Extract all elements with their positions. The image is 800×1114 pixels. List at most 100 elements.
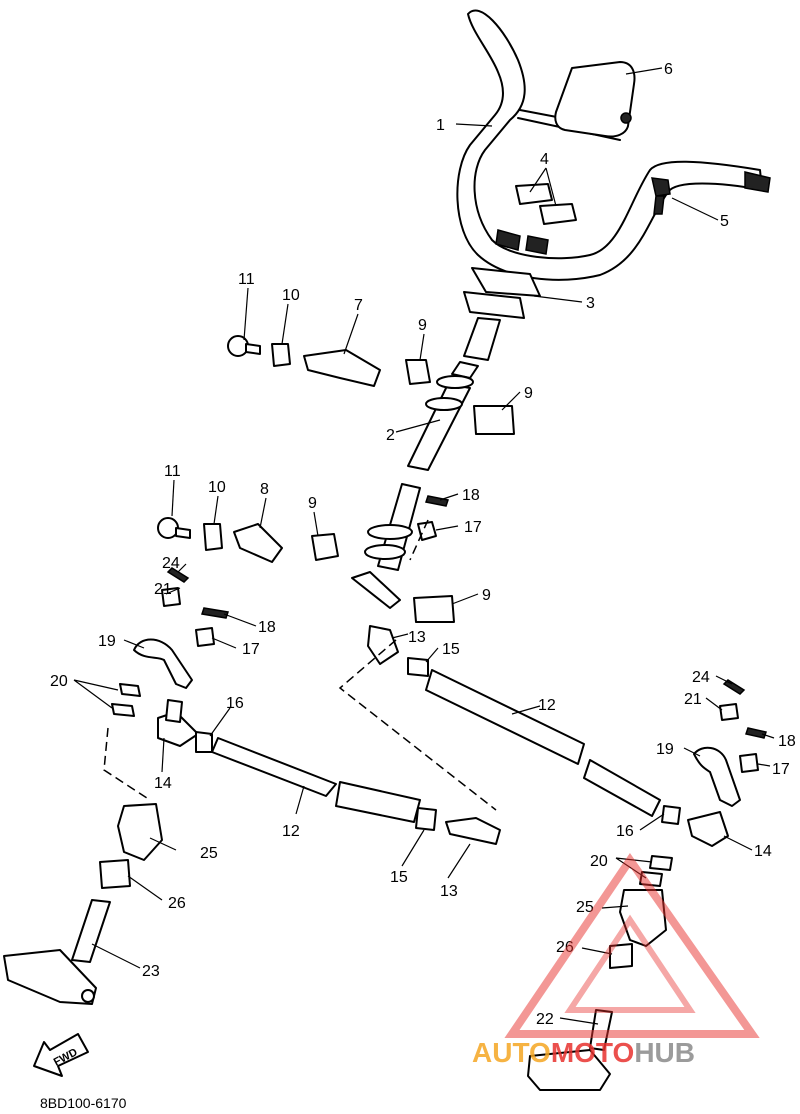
tie-rod-part	[211, 737, 337, 797]
spindle-base-part	[527, 1049, 611, 1091]
holder-base-part	[463, 291, 525, 319]
callout-24b: 24	[692, 669, 710, 686]
callout-4: 4	[540, 151, 549, 168]
callout-10a: 10	[282, 287, 300, 304]
callout-23: 23	[142, 963, 160, 980]
watermark-moto: MOTO	[551, 1037, 634, 1068]
callout-9c: 9	[308, 495, 317, 512]
castle-nut-part	[719, 703, 739, 721]
callout-9b: 9	[524, 385, 533, 402]
bolt-part	[245, 343, 261, 355]
callout-13b: 13	[440, 883, 458, 900]
forward-arrow-icon: FWD	[33, 1033, 89, 1077]
callout-11a: 11	[238, 271, 255, 288]
tie-rod-part	[425, 669, 585, 765]
knuckle-arm-part	[693, 746, 741, 807]
watermark-hub: HUB	[634, 1037, 695, 1068]
callout-26a: 26	[168, 895, 186, 912]
collar-part	[425, 397, 463, 411]
knuckle-arm-part	[133, 638, 193, 689]
tie-rod-end-part	[687, 811, 729, 847]
callout-21b: 21	[684, 691, 702, 708]
callout-18c: 18	[778, 733, 796, 750]
tie-rod-part	[583, 759, 661, 817]
callout-16a: 16	[226, 695, 244, 712]
bushing-part	[609, 943, 633, 969]
steering-column-part	[407, 383, 471, 471]
callout-9d: 9	[482, 587, 491, 604]
callout-14a: 14	[154, 775, 172, 792]
callout-3: 3	[586, 295, 595, 312]
bolt-part	[651, 177, 671, 215]
alignment-line	[409, 519, 429, 561]
callout-17c: 17	[772, 761, 790, 778]
tie-rod-end-part	[367, 625, 399, 665]
washer-part	[111, 703, 135, 717]
handlebar-part	[456, 9, 771, 281]
upper-clamp-part	[303, 349, 381, 387]
callout-1: 1	[436, 117, 445, 134]
watermark-logo: AUTOMOTOHUB	[472, 852, 760, 1068]
watermark-auto: AUTO	[472, 1037, 551, 1068]
tie-rod-part	[335, 781, 421, 823]
lock-nut-part	[661, 805, 681, 825]
callout-19b: 19	[656, 741, 674, 758]
alignment-line	[103, 727, 151, 801]
bushing-part	[405, 359, 431, 385]
collar-part	[367, 524, 413, 540]
callout-9a: 9	[418, 317, 427, 334]
callout-16b: 16	[616, 823, 634, 840]
callout-22: 22	[536, 1011, 554, 1028]
callout-5: 5	[720, 213, 729, 230]
callout-21a: 21	[154, 581, 172, 598]
callout-8: 8	[260, 481, 269, 498]
nut-part	[203, 523, 223, 551]
callout-15a: 15	[442, 641, 460, 658]
callout-15b: 15	[390, 869, 408, 886]
handlebar-bracket-part	[554, 61, 636, 138]
spindle-hole-part	[81, 989, 95, 1003]
cotter-pin-part	[722, 679, 746, 695]
callout-20a: 20	[50, 673, 68, 690]
castle-nut-part	[195, 627, 215, 647]
washer-part	[119, 683, 141, 697]
column-arm-part	[351, 571, 401, 609]
bracket-bolt-part	[620, 112, 632, 124]
callout-13a: 13	[408, 629, 426, 646]
callout-7: 7	[354, 297, 363, 314]
bearing-part	[619, 889, 667, 947]
cotter-pin-part	[425, 495, 449, 507]
collar-part	[436, 375, 474, 389]
callout-25a: 25	[200, 845, 218, 862]
leader-lines	[73, 67, 775, 1025]
tie-rod-end-part	[165, 699, 183, 723]
spindle-part	[71, 899, 111, 963]
callout-12b: 12	[538, 697, 556, 714]
callout-24a: 24	[162, 555, 180, 572]
callout-14b: 14	[754, 843, 772, 860]
callout-11b: 11	[164, 463, 181, 480]
callout-6: 6	[664, 61, 673, 78]
collar-part	[364, 544, 406, 560]
bearing-part	[117, 803, 163, 861]
steering-column-part	[463, 317, 501, 361]
castle-nut-part	[161, 587, 181, 607]
callout-18b: 18	[258, 619, 276, 636]
bushing-part	[473, 405, 515, 435]
lock-nut-part	[195, 731, 213, 753]
callout-17a: 17	[464, 519, 482, 536]
bolt-part	[175, 527, 191, 539]
callout-20b: 20	[590, 853, 608, 870]
bushing-part	[311, 533, 339, 561]
cotter-pin-part	[166, 567, 190, 583]
callout-18a: 18	[462, 487, 480, 504]
washer-part	[649, 855, 673, 871]
cotter-pin-part	[201, 607, 229, 619]
upper-holder-part	[471, 267, 541, 297]
callout-19a: 19	[98, 633, 116, 650]
alignment-line	[338, 639, 497, 811]
cotter-pin-part	[745, 727, 767, 739]
callout-25b: 25	[576, 899, 594, 916]
callout-2: 2	[386, 427, 395, 444]
